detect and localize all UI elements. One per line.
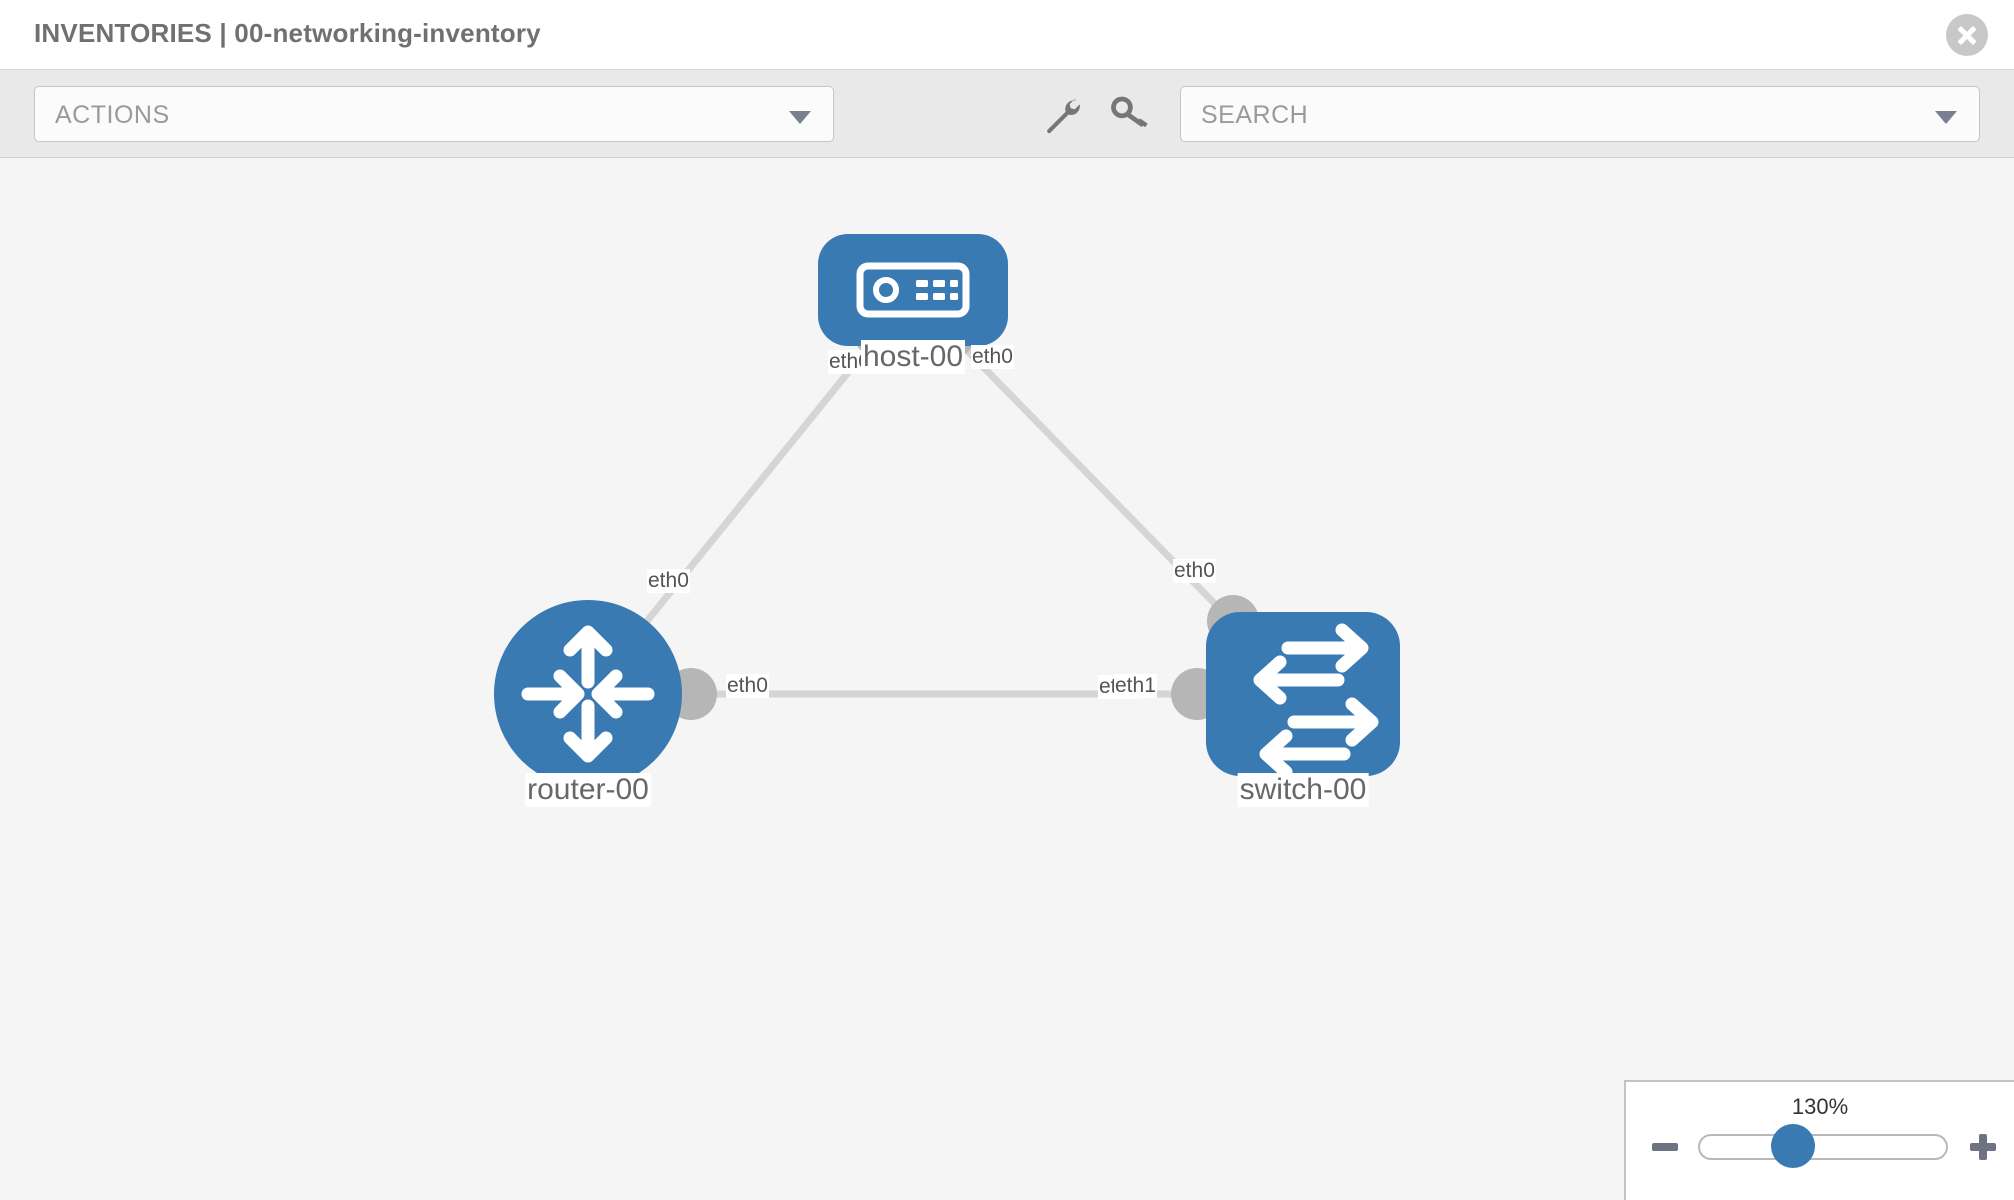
router-arrows-icon bbox=[521, 625, 655, 763]
actions-dropdown[interactable]: ACTIONS bbox=[34, 86, 834, 142]
plus-icon[interactable] bbox=[1966, 1130, 2000, 1164]
edge-label: eth1 bbox=[1114, 674, 1157, 698]
key-icon[interactable] bbox=[1108, 92, 1152, 136]
close-icon[interactable] bbox=[1946, 14, 1988, 56]
topology-edges bbox=[585, 330, 1306, 698]
chevron-down-icon bbox=[789, 111, 811, 124]
edge-label: eth0 bbox=[726, 674, 769, 698]
chevron-down-icon[interactable] bbox=[1935, 111, 1957, 124]
node-label-router: router-00 bbox=[525, 773, 651, 807]
edge-label: eth0 bbox=[647, 569, 690, 593]
page-title: INVENTORIES | 00-networking-inventory bbox=[34, 18, 541, 48]
node-label-host: host-00 bbox=[860, 340, 966, 374]
toolbar: ACTIONS SEARCH bbox=[0, 70, 2014, 158]
node-switch-00 bbox=[1206, 612, 1400, 779]
edge-label: eth0 bbox=[971, 345, 1014, 369]
zoom-slider-handle[interactable] bbox=[1771, 1124, 1815, 1168]
zoom-slider-track[interactable] bbox=[1698, 1134, 1948, 1160]
node-label-switch: switch-00 bbox=[1237, 773, 1369, 807]
server-icon bbox=[856, 262, 970, 318]
minus-icon[interactable] bbox=[1648, 1130, 1682, 1164]
zoom-level-label: 130% bbox=[1791, 1094, 1849, 1119]
search-placeholder: SEARCH bbox=[1201, 101, 1309, 129]
node-host-00 bbox=[818, 234, 1008, 346]
search-input[interactable]: SEARCH bbox=[1180, 86, 1980, 142]
actions-dropdown-label: ACTIONS bbox=[55, 101, 170, 129]
page-header: INVENTORIES | 00-networking-inventory bbox=[0, 0, 2014, 70]
topology-graph bbox=[494, 234, 1400, 788]
switch-arrows-icon bbox=[1253, 623, 1379, 779]
edge-label: eth0 bbox=[1173, 559, 1216, 583]
wrench-icon[interactable] bbox=[1040, 92, 1084, 136]
node-router-00 bbox=[494, 600, 682, 788]
zoom-control-panel: 130% bbox=[1624, 1080, 2014, 1200]
topology-canvas[interactable]: eth0 eth0 eth0 eth0 eth0 eth1 eth1 host-… bbox=[0, 158, 2014, 1200]
